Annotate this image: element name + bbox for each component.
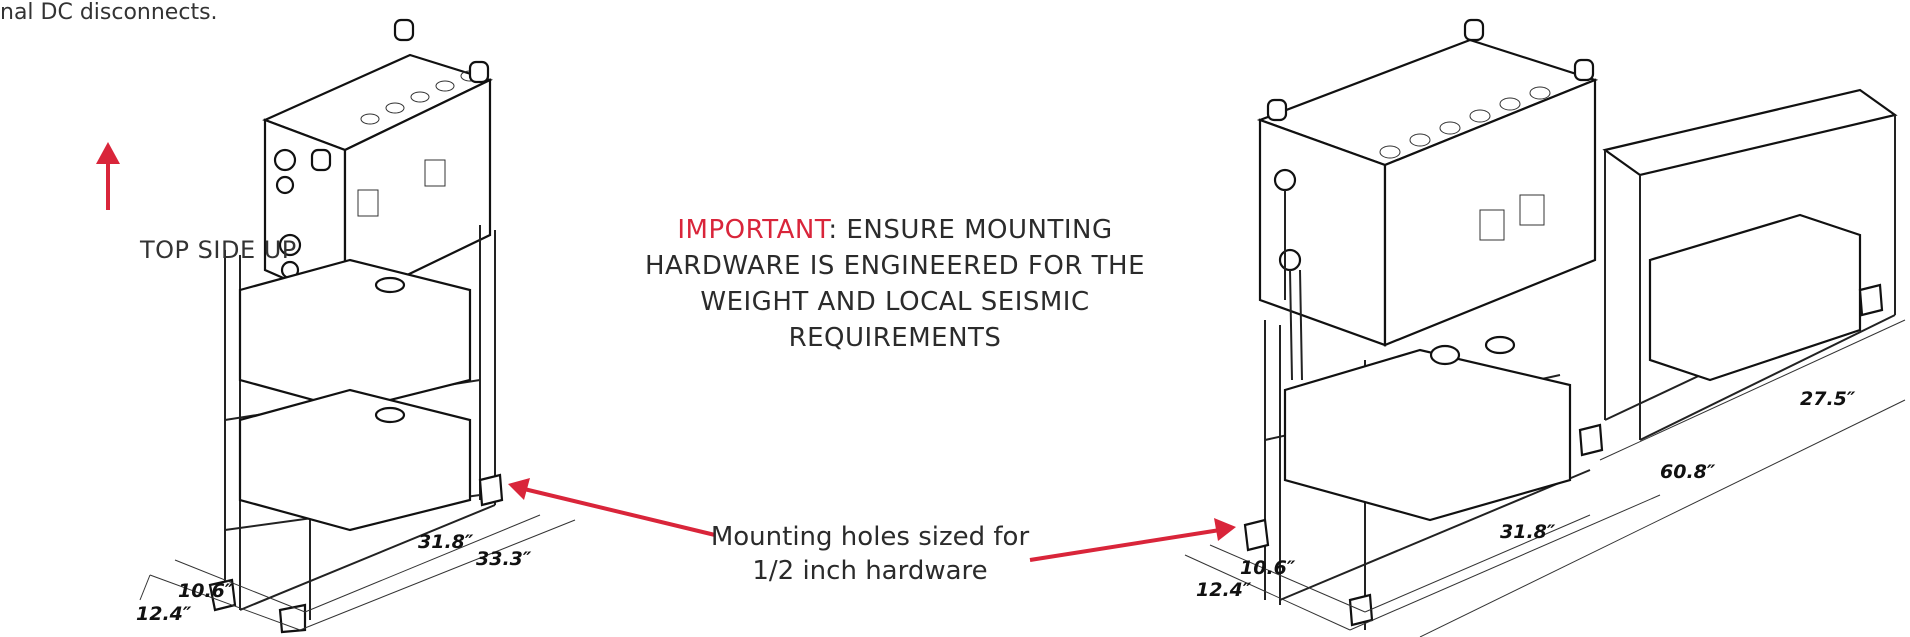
left-foot-mounting-hole bbox=[478, 473, 504, 507]
right-module-vent bbox=[1484, 335, 1516, 355]
right-foot bbox=[1858, 283, 1884, 317]
left-dim-width-inner: 10.6″ bbox=[178, 580, 234, 602]
arrow-to-right-mounting-hole-icon bbox=[1029, 518, 1236, 562]
left-battery-module-lower bbox=[238, 388, 472, 532]
left-module-vent bbox=[374, 276, 406, 294]
important-notice-separator: : bbox=[828, 215, 838, 245]
left-dim-length-inner: 31.8″ bbox=[418, 531, 474, 553]
right-enclosure-front bbox=[1383, 78, 1597, 347]
orientation-label: TOP SIDE UP bbox=[140, 236, 297, 264]
left-battery-module-upper bbox=[238, 258, 472, 412]
important-notice: IMPORTANT: ENSURE MOUNTING HARDWARE IS E… bbox=[615, 212, 1175, 356]
right-foot bbox=[1578, 423, 1604, 457]
left-connectors bbox=[273, 148, 302, 280]
right-rear-frame bbox=[1602, 88, 1898, 441]
right-dim-width-inner: 10.6″ bbox=[1240, 557, 1296, 579]
left-enclosure-front bbox=[343, 78, 492, 307]
right-rear-battery-module bbox=[1648, 213, 1862, 382]
left-label-plate bbox=[424, 159, 446, 187]
right-foot-mounting-hole bbox=[1243, 518, 1270, 552]
right-module-vent bbox=[1429, 344, 1461, 366]
right-dim-depth: 27.5″ bbox=[1800, 388, 1856, 410]
right-battery-module bbox=[1283, 348, 1572, 522]
right-connectors bbox=[1273, 168, 1303, 381]
up-arrow-icon bbox=[96, 142, 120, 210]
arrow-to-left-mounting-hole-icon bbox=[508, 478, 716, 537]
left-battery-unit: 10.6″ 12.4″ 31.8″ 33.3″ bbox=[136, 18, 576, 634]
important-notice-highlight: IMPORTANT bbox=[677, 215, 829, 245]
right-lift-eye bbox=[1266, 98, 1288, 122]
right-dim-length-inner: 31.8″ bbox=[1500, 521, 1556, 543]
right-label-plate bbox=[1519, 194, 1545, 226]
right-dim-length-total: 60.8″ bbox=[1660, 461, 1716, 483]
left-dim-width-outer: 12.4″ bbox=[136, 603, 192, 625]
important-notice-text: ENSURE MOUNTING HARDWARE IS ENGINEERED F… bbox=[644, 215, 1146, 353]
intro-text: nal DC disconnects. bbox=[0, 0, 218, 25]
right-knockouts bbox=[1379, 86, 1551, 159]
right-dimension-lines bbox=[1184, 319, 1906, 637]
left-foot bbox=[208, 578, 237, 612]
right-dim-width-outer: 12.4″ bbox=[1196, 579, 1252, 601]
left-dimension-lines bbox=[139, 514, 576, 631]
mounting-holes-callout: Mounting holes sized for 1/2 inch hardwa… bbox=[710, 522, 1030, 586]
left-lift-eye bbox=[468, 60, 490, 84]
right-battery-unit: 10.6″ 12.4″ 31.8″ 60.8″ 27.5″ bbox=[1184, 18, 1906, 637]
left-lift-eye bbox=[310, 148, 332, 172]
left-dim-length-outer: 33.3″ bbox=[476, 548, 532, 570]
left-label-plate bbox=[357, 189, 379, 217]
left-knockouts bbox=[360, 70, 480, 125]
right-label-plate bbox=[1479, 209, 1505, 241]
right-lift-eye bbox=[1463, 18, 1485, 42]
left-module-vent bbox=[374, 406, 406, 424]
left-foot bbox=[278, 603, 307, 634]
left-lift-eye bbox=[393, 18, 415, 42]
right-lift-eye bbox=[1573, 58, 1595, 82]
